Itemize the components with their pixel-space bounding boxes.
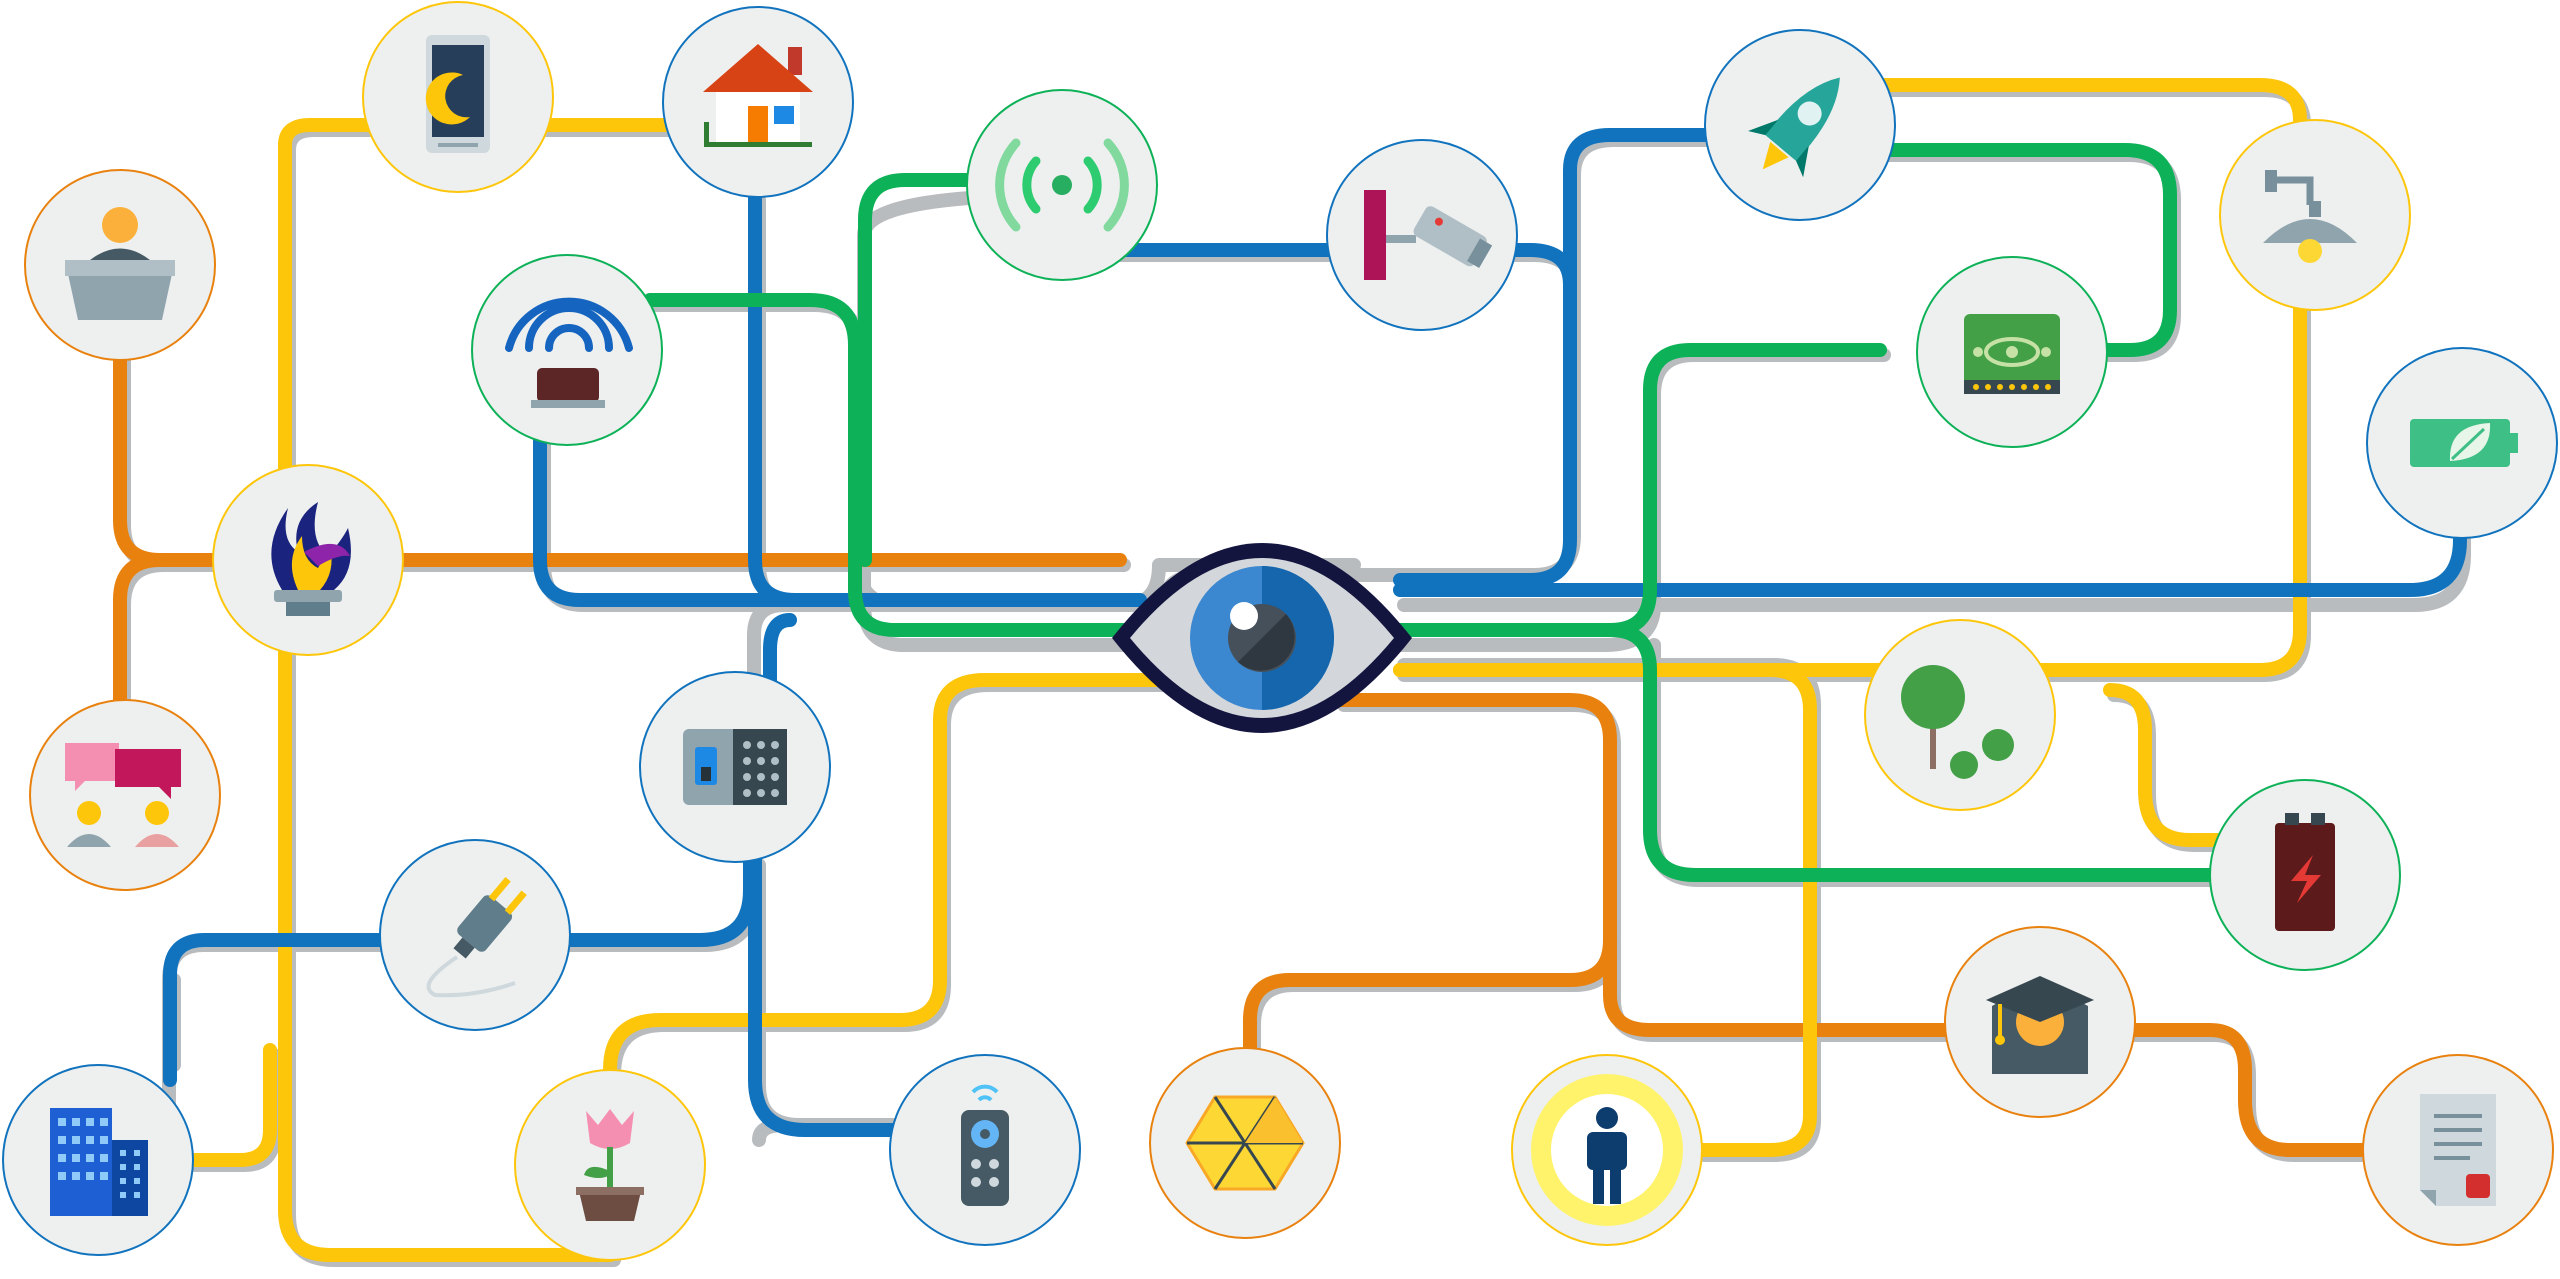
wireless-signal-icon [995,138,1129,232]
node-potted-flower[interactable] [514,1069,706,1261]
green-line-wifi [858,173,987,567]
blue-line-camera-rocket [1393,243,1577,587]
street-lamp-icon [2263,170,2357,263]
green-line-router [643,293,1147,637]
node-smart-home[interactable] [662,6,854,198]
podium-speaker-icon [65,207,175,320]
yellow-line-buildings [183,1043,277,1167]
orange-line-chat [113,553,167,807]
node-solar-hexagon[interactable] [1149,1047,1341,1239]
node-electric-plug[interactable] [379,839,571,1031]
node-power-battery[interactable] [2209,779,2401,971]
node-circuit-board[interactable] [1916,256,2108,448]
eye-pupil-shade [1238,614,1295,671]
node-security-camera[interactable] [1326,139,1518,331]
node-wifi-signal[interactable] [966,89,1158,281]
blue-line-remote [748,853,907,1137]
eye-hub[interactable] [1112,543,1412,733]
chat-bubbles-icon [65,743,181,847]
green-line-rocket-board [1873,143,2177,357]
green-line-battery [1603,623,2217,882]
node-graduate[interactable] [1944,926,2136,1118]
remote-control-icon [961,1084,1009,1206]
node-document[interactable] [2362,1054,2554,1246]
connection-lines [113,78,2471,1267]
blue-line-rocket [1563,128,1727,292]
node-remote-control[interactable] [889,1054,1081,1246]
blue-line-eco-battery [1393,423,2467,597]
rocket-icon [1747,77,1840,178]
orange-line-document [1603,933,2397,1157]
person-icon [1587,1107,1627,1204]
cctv-camera-icon [1364,190,1493,280]
yellow-line-lamp [1393,213,2307,677]
blue-line-keypad [763,613,797,707]
electric-plug-icon [426,876,527,998]
buildings-icon [50,1108,148,1216]
smartphone-moon-icon [425,35,490,153]
router-icon [505,297,633,408]
node-smartphone-night[interactable] [362,1,554,193]
yellow-line-battery [2103,683,2277,847]
node-person-target[interactable] [1511,1054,1703,1246]
eye-highlight [1230,602,1258,630]
blue-line-plug [553,853,757,947]
eye-iris-shade [1262,566,1334,710]
blue-line-router [533,328,1127,607]
graduate-icon [1986,976,2094,1074]
keypad-lock-icon [683,729,787,805]
node-chat-people[interactable] [29,699,221,891]
eco-battery-icon [2410,419,2518,467]
orange-line-hexagon [1243,693,1617,1067]
circuit-board-icon [1964,314,2060,394]
hexagon-panel-icon [1185,1095,1305,1191]
yellow-line-left-loop [278,138,617,1262]
node-office-buildings[interactable] [2,1064,194,1256]
node-trees[interactable] [1864,619,2056,811]
node-eco-battery[interactable] [2366,347,2558,539]
node-access-keypad[interactable] [639,671,831,863]
battery-bolt-icon [2275,813,2335,931]
node-flame-torch[interactable] [212,464,404,656]
node-rocket[interactable] [1704,29,1896,221]
node-wifi-router[interactable] [471,254,663,446]
node-speaker-podium[interactable] [24,169,216,361]
trees-icon [1901,665,2014,779]
flame-icon [271,502,351,616]
yellow-line-flower [603,673,1167,1077]
house-icon [703,44,813,147]
blue-line-buildings [163,933,387,1087]
node-street-lamp[interactable] [2219,119,2411,311]
potted-flower-icon [576,1109,644,1221]
yellow-line-rocket-lamp [1873,78,2307,127]
document-icon [2420,1094,2496,1206]
